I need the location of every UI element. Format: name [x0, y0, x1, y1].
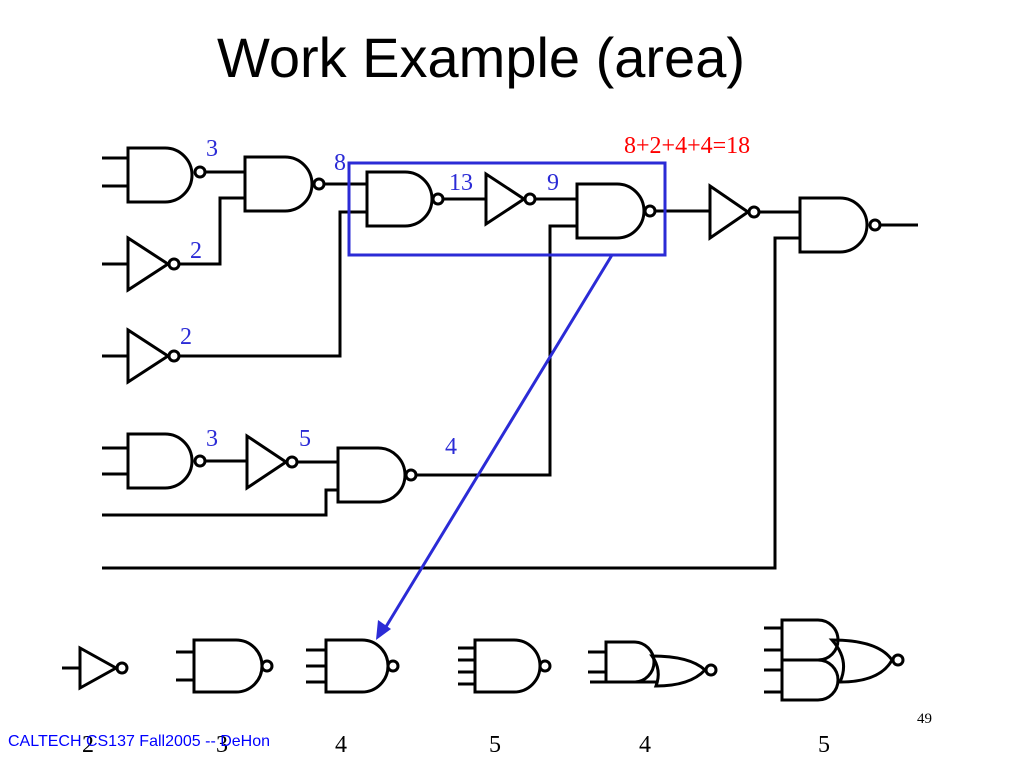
label-gate-b: 8 [334, 150, 346, 176]
nand-gate-b [243, 155, 326, 213]
library-cost-inverter: 2 [82, 732, 94, 758]
mapping-arrowhead [376, 620, 391, 640]
library-inverter [62, 645, 129, 691]
label-inverter-d: 2 [180, 324, 192, 350]
nand-gate-l [336, 446, 418, 504]
nand-gate-e [365, 170, 445, 228]
label-inverter-c: 2 [190, 238, 202, 264]
inverter-k [245, 433, 299, 491]
inverter-d [102, 327, 181, 385]
slide-title: Work Example (area) [216, 26, 745, 89]
library-cost-nand2: 3 [216, 732, 228, 758]
nand-gate-a [102, 146, 207, 204]
nand-gate-i [798, 196, 918, 254]
label-inverter-f: 9 [547, 170, 559, 196]
page-number: 49 [917, 711, 932, 727]
library-nand3 [306, 638, 400, 694]
library-aoi22 [764, 618, 905, 702]
inverter-f [484, 171, 537, 227]
inverter-c [102, 235, 181, 293]
library-cost-nand3: 4 [335, 732, 347, 758]
mapping-arrow [382, 254, 614, 631]
library-cost-aoi22: 5 [818, 732, 830, 758]
library-nand4 [458, 638, 552, 694]
label-inverter-k: 5 [299, 426, 311, 452]
label-gate-j: 3 [206, 426, 218, 452]
label-gate-e: 13 [449, 170, 473, 196]
footer-credit: CALTECH CS137 Fall2005 -- DeHon [8, 733, 271, 750]
library-nand2 [176, 638, 274, 694]
library-cost-nand4: 5 [489, 732, 501, 758]
library-cost-aoi21: 4 [639, 732, 651, 758]
area-equation: 8+2+4+4=18 [624, 133, 750, 159]
nand-gate-g [575, 182, 657, 240]
highlight-box [347, 161, 667, 257]
label-gate-l: 4 [445, 434, 457, 460]
library-aoi21 [588, 640, 718, 688]
nand-gate-j [102, 432, 207, 490]
inverter-h [708, 183, 761, 241]
label-gate-a: 3 [206, 136, 218, 162]
